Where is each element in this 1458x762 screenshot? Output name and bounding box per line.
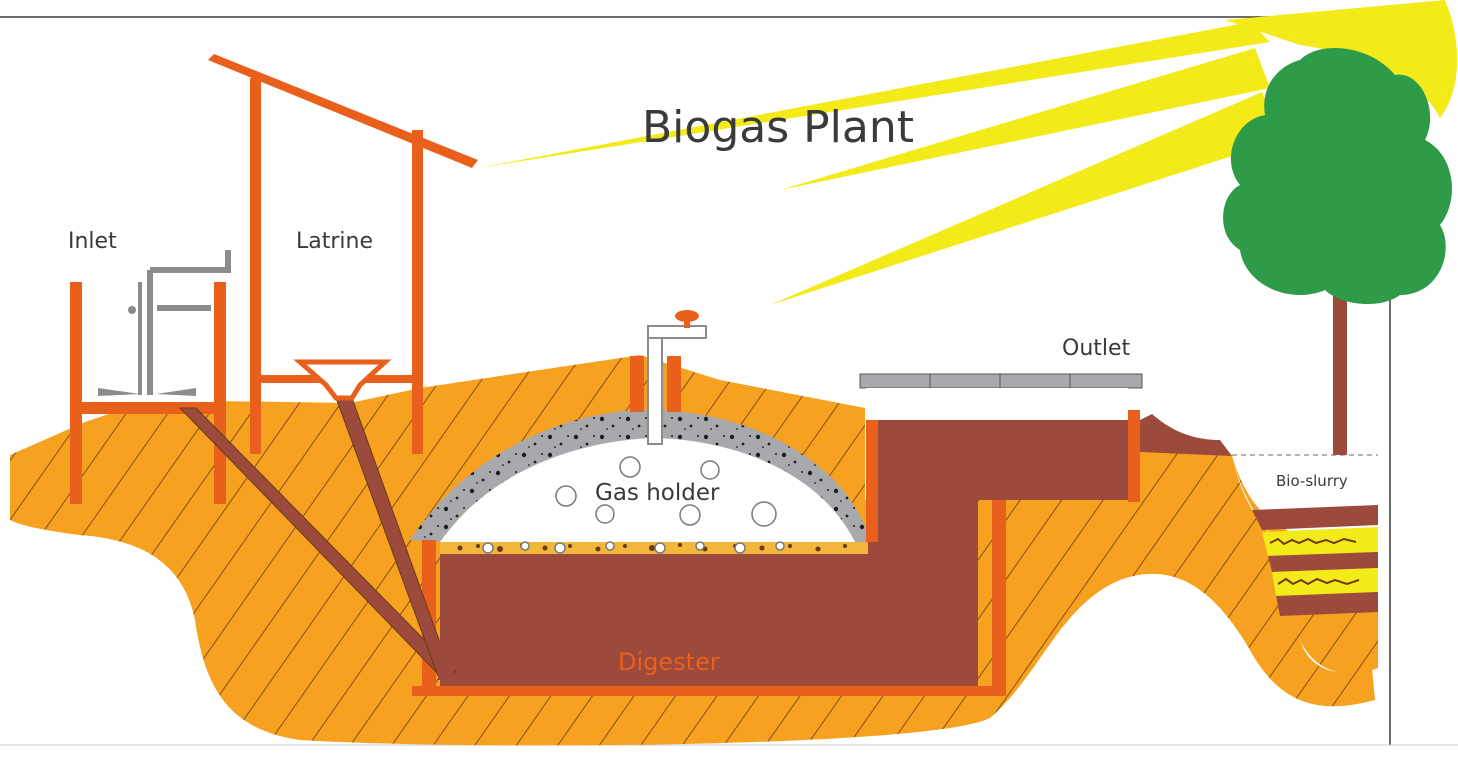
tree-trunk [1333, 290, 1347, 455]
latrine [208, 54, 478, 454]
sun-rays [478, 22, 1282, 305]
label-outlet: Outlet [1062, 336, 1131, 361]
sun-icon [1225, 0, 1458, 118]
label-digester: Digester [618, 648, 720, 676]
bio-slurry-brown-2 [1268, 552, 1378, 572]
inlet-tank [70, 250, 231, 504]
label-gas-holder: Gas holder [595, 480, 720, 506]
gas-outlet-pipe [630, 310, 707, 445]
label-bio-slurry: Bio-slurry [1276, 472, 1348, 490]
mixer-blade-left-icon [98, 388, 140, 396]
gas-bubbles [482, 456, 785, 554]
gas-valve-icon [675, 310, 699, 322]
outlet-cover [859, 373, 1143, 420]
tree [1223, 48, 1452, 455]
bio-slurry-squiggles [1269, 537, 1360, 586]
label-latrine: Latrine [296, 229, 373, 254]
label-inlet: Inlet [68, 229, 117, 254]
bio-slurry-brown-3 [1276, 592, 1378, 616]
concrete-dome [410, 409, 866, 542]
outlet-overflow-slurry [1140, 414, 1232, 456]
inlet-handle-icon [128, 306, 136, 314]
tree-icon [1223, 48, 1452, 305]
latrine-pan-icon [293, 359, 392, 401]
bio-slurry-layers [1252, 505, 1378, 530]
inlet-pipes [178, 397, 457, 680]
mixer-blade-right-icon [156, 388, 196, 396]
diagram-title: Biogas Plant [642, 102, 914, 153]
